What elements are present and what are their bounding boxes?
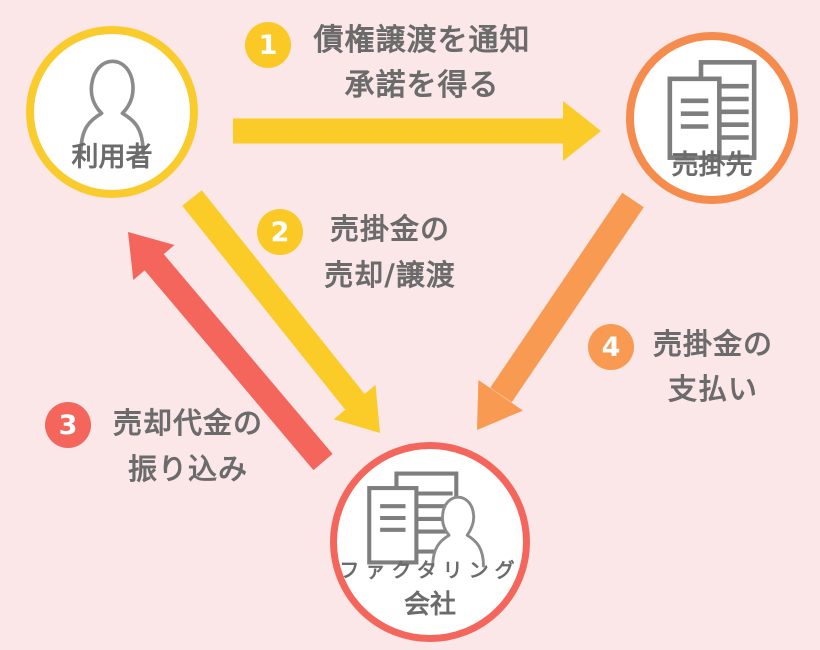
node-factoring: ファクタリング 会社 <box>330 442 530 642</box>
step1-label-line2: 承諾を得る <box>344 68 500 103</box>
node-customer: 売掛先 <box>626 32 798 204</box>
node-user-label: 利用者 <box>71 142 153 173</box>
step1-number: 1 <box>258 29 278 61</box>
step4-label-line1: 売掛金の <box>652 327 773 361</box>
arrow-step2-head <box>333 385 380 433</box>
arrow-step3-head <box>128 232 175 280</box>
arrow-step4-shaft <box>490 192 644 403</box>
step4-label: 売掛金の 支払い <box>634 322 792 412</box>
node-customer-label: 売掛先 <box>671 150 753 181</box>
step1-label: 債権譲渡を通知 承諾を得る <box>298 18 546 108</box>
node-factoring-label-line1: ファクタリング <box>339 558 521 582</box>
building-person-icon <box>367 471 485 568</box>
step4-number: 4 <box>601 331 621 363</box>
step1-label-line1: 債権譲渡を通知 <box>313 23 531 58</box>
buildings-icon <box>667 60 757 160</box>
node-user: 利用者 <box>26 26 198 198</box>
step3-label: 売却代金の 振り込み <box>92 400 284 492</box>
step3-label-line2: 振り込み <box>127 452 248 486</box>
step2-number-badge: 2 <box>257 209 303 255</box>
step3-label-line1: 売却代金の <box>112 406 263 440</box>
arrow-step3-shaft <box>144 253 333 471</box>
arrow-step1-head <box>563 101 601 161</box>
step2-label: 売掛金の 売却/譲渡 <box>300 206 480 298</box>
person-icon <box>78 59 146 156</box>
step3-number: 3 <box>58 409 78 441</box>
step4-number-badge: 4 <box>588 324 634 370</box>
arrow-step4-head <box>477 380 523 430</box>
step3-number-badge: 3 <box>45 402 91 448</box>
step2-number: 2 <box>270 216 290 248</box>
arrow-step4 <box>477 192 644 430</box>
arrow-step1 <box>233 101 601 161</box>
step1-number-badge: 1 <box>245 22 291 68</box>
step4-label-line2: 支払い <box>667 372 758 406</box>
arrow-step2 <box>182 190 380 433</box>
step2-label-line2: 売却/譲渡 <box>324 258 456 292</box>
arrow-step3 <box>128 232 333 471</box>
node-factoring-label-line2: 会社 <box>403 590 456 620</box>
step2-label-line1: 売掛金の <box>329 212 450 246</box>
arrow-step2-shaft <box>182 190 365 410</box>
